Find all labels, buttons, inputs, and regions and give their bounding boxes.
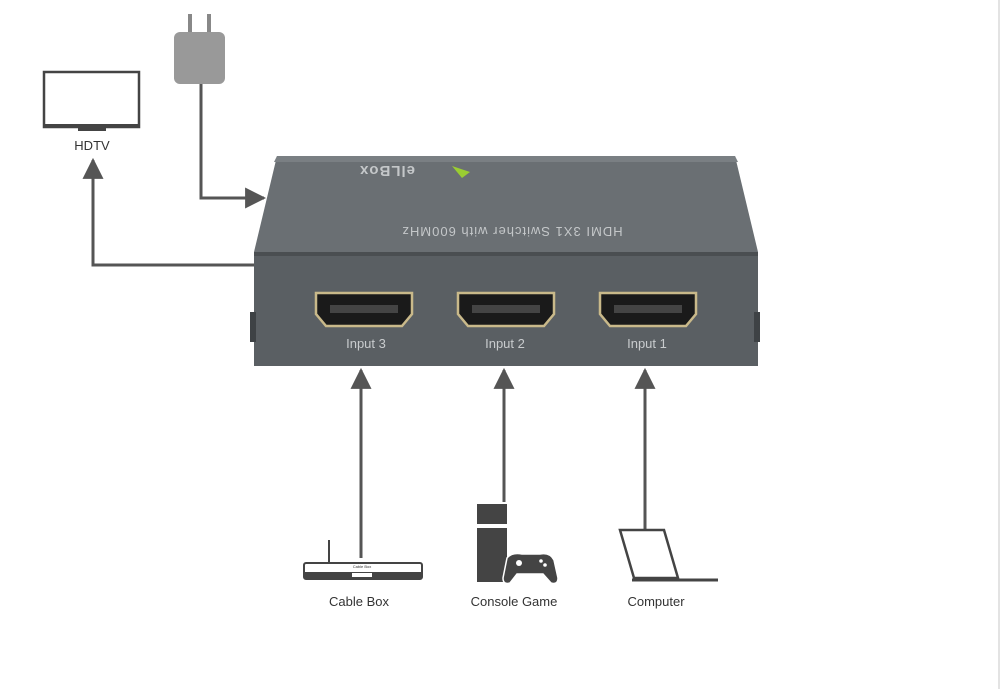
cable-box-device-text: Cable Box	[352, 564, 372, 569]
hdmi-port-2	[456, 291, 556, 328]
cable-box-label: Cable Box	[329, 594, 389, 609]
tv-connection-line	[82, 157, 254, 267]
cable-box-icon	[303, 540, 423, 580]
laptop-icon	[618, 528, 718, 582]
power-connection-line	[199, 84, 267, 209]
right-border	[998, 0, 1000, 689]
switcher-model-text: HDMI 3X1 Switcher with 600MHz	[401, 224, 623, 239]
game-console-icon	[477, 504, 559, 585]
console-game-label: Console Game	[470, 594, 558, 609]
brand-logo-text: elLBox	[359, 162, 416, 179]
port-label-input-1: Input 1	[627, 336, 667, 351]
hdmi-port-1	[598, 291, 698, 328]
hdmi-switcher-box	[250, 156, 760, 366]
computer-label: Computer	[627, 594, 685, 609]
port-label-input-3: Input 3	[346, 336, 386, 351]
port-label-input-2: Input 2	[485, 336, 525, 351]
hdmi-port-3	[314, 291, 414, 328]
hdtv-icon	[42, 70, 141, 131]
hdtv-label: HDTV	[74, 138, 110, 153]
power-adapter-icon	[174, 14, 225, 84]
